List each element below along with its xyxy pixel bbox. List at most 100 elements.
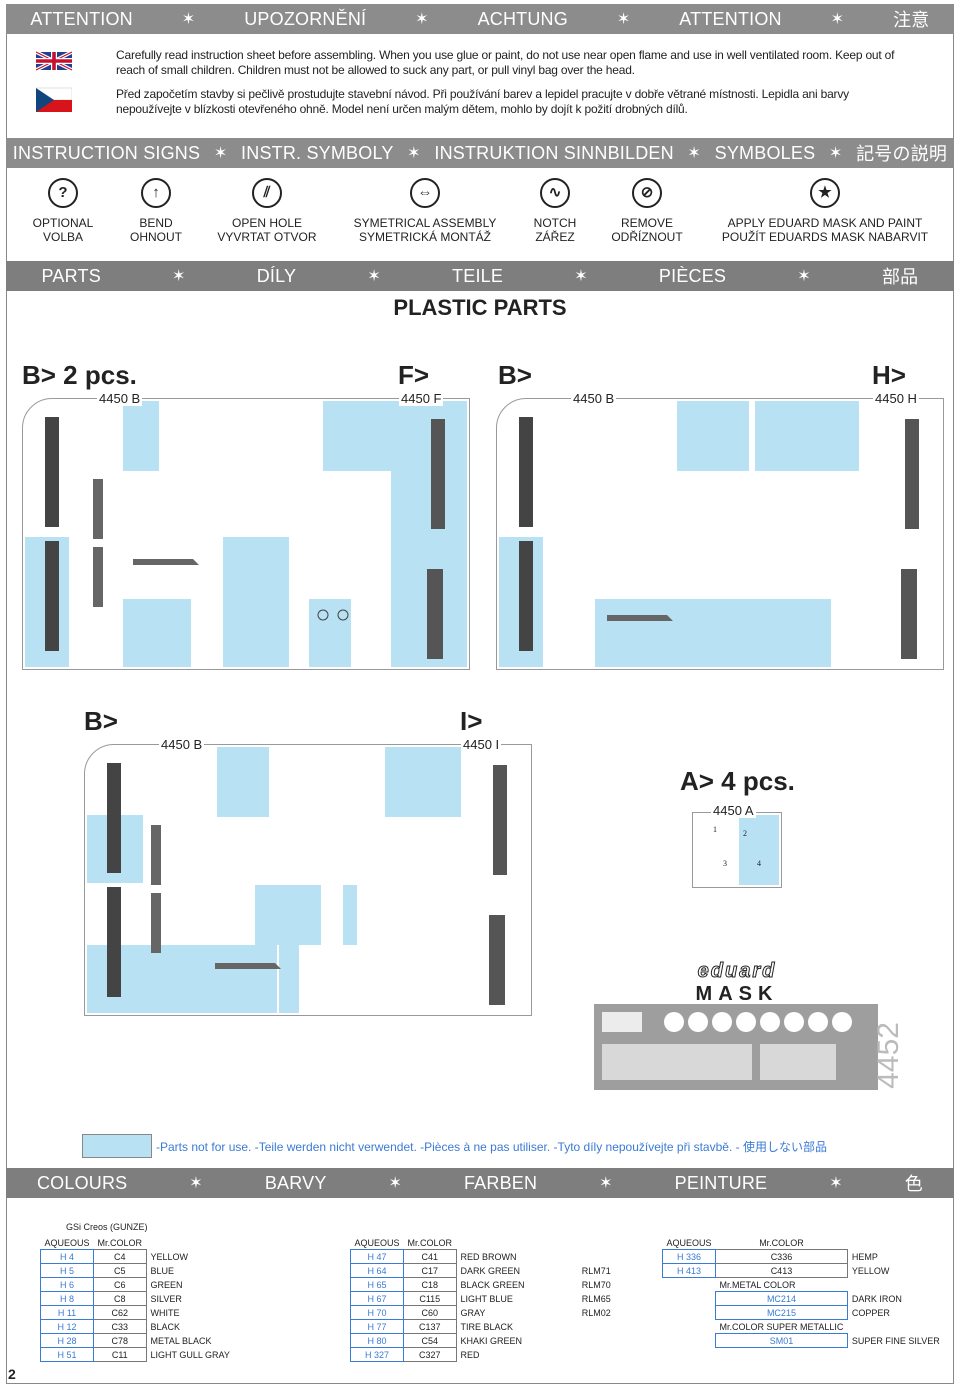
drill-icon: ⫽ xyxy=(252,178,282,208)
colour-cell: SUPER FINE SILVER xyxy=(851,1335,940,1346)
unused-swatch xyxy=(82,1134,152,1158)
colour-cell: H 336 xyxy=(661,1249,717,1264)
sign-label: ODŘÍZNOUT xyxy=(611,230,683,244)
unused-region xyxy=(595,599,831,667)
col-header: Mr.COLOR xyxy=(407,1237,453,1248)
unused-region xyxy=(755,401,859,471)
colour-cell: MC214 xyxy=(715,1291,848,1306)
attention-band: ATTENTION✶ UPOZORNĚNÍ✶ ACHTUNG✶ ATTENTIO… xyxy=(6,4,954,34)
colour-cell: H 11 xyxy=(39,1305,95,1320)
colour-cell: H 80 xyxy=(349,1333,405,1348)
warning-cz: Před započetím stavby si pečlivě prostud… xyxy=(36,87,916,117)
colour-cell: C327 xyxy=(403,1347,457,1362)
colour-cell xyxy=(314,1306,329,1320)
band-item: 色 xyxy=(904,1174,923,1194)
colour-cell: C6 xyxy=(93,1277,147,1292)
cz-flag-icon xyxy=(36,87,72,112)
sign-optional: ? OPTIONAL VOLBA xyxy=(20,178,106,244)
unused-region xyxy=(323,401,395,471)
sign-label: SYMETRICKÁ MONTÁŽ xyxy=(358,230,491,244)
sign-mask-paint: ★ APPLY EDUARD MASK AND PAINT POUŽÍT EDU… xyxy=(710,178,940,244)
colours-band: COLOURS✶ BARVY✶ FARBEN✶ PEINTURE✶ 色 xyxy=(6,1168,954,1198)
colour-cell: H 12 xyxy=(39,1319,95,1334)
colour-cell: MC215 xyxy=(715,1305,848,1320)
colour-cell: SILVER xyxy=(150,1293,182,1304)
sprue1-label-left: B> 2 pcs. xyxy=(22,360,137,390)
colour-cell: HEMP xyxy=(851,1251,878,1262)
asterisk-icon: ✶ xyxy=(172,268,186,285)
colour-cell: BLUE xyxy=(150,1265,175,1276)
part-fuselage xyxy=(431,419,445,529)
colour-cell: RLM70 xyxy=(581,1279,611,1290)
part-wing xyxy=(107,763,121,873)
asterisk-icon: ✶ xyxy=(367,268,381,285)
part-wing xyxy=(519,417,533,527)
part-number: 3 xyxy=(723,859,727,868)
mask-code: 4452 xyxy=(872,1022,905,1089)
knife-icon: ⊘ xyxy=(632,178,662,208)
mask-shapes xyxy=(602,1012,852,1080)
band-item: PARTS xyxy=(41,265,101,286)
colour-cell xyxy=(314,1292,329,1306)
colour-row: Mr.METAL COLOR xyxy=(663,1278,944,1292)
band-item: ATTENTION xyxy=(679,8,782,29)
unused-region xyxy=(385,747,461,817)
sprue3-frame: 4450 B 4450 I xyxy=(84,737,532,1016)
question-icon: ? xyxy=(48,178,78,208)
part-tailplane xyxy=(215,963,281,969)
part-wing xyxy=(45,541,59,651)
sprue3-parts xyxy=(107,763,507,1005)
col-header: AQUEOUS xyxy=(666,1237,712,1248)
sprue1-tag-right: 4450 F xyxy=(399,391,444,406)
band-item: UPOZORNĚNÍ xyxy=(244,8,367,29)
asterisk-icon: ✶ xyxy=(797,268,811,285)
colour-cell xyxy=(847,1320,943,1334)
colour-cell: LIGHT GULL GRAY xyxy=(150,1349,230,1360)
part-wing xyxy=(519,541,533,651)
sign-label: NOTCH xyxy=(533,216,577,230)
asterisk-icon: ✶ xyxy=(599,1175,613,1192)
band-item: INSTRUKTION SINNBILDEN xyxy=(434,142,674,163)
colour-cell xyxy=(578,1348,640,1362)
colour-cell: H 8 xyxy=(39,1291,95,1306)
colour-cell: RED xyxy=(460,1349,480,1360)
col-header: Mr.COLOR xyxy=(759,1237,804,1248)
sign-remove: ⊘ REMOVE ODŘÍZNOUT xyxy=(600,178,694,244)
asterisk-icon: ✶ xyxy=(407,145,421,162)
colour-cell: H 51 xyxy=(39,1347,95,1362)
colour-cell: C41 xyxy=(403,1249,457,1264)
colour-cell: H 327 xyxy=(349,1347,405,1362)
colour-cell: DARK IRON xyxy=(851,1293,902,1304)
part-number: 2 xyxy=(743,829,747,838)
colour-cell: COPPER xyxy=(851,1307,890,1318)
colour-cell: LIGHT BLUE xyxy=(460,1293,513,1304)
colour-cell xyxy=(663,1306,716,1320)
colour-cell: H 4 xyxy=(39,1249,95,1264)
colour-cell: SM01 xyxy=(715,1333,848,1348)
colour-cell xyxy=(314,1250,329,1264)
plastic-parts-title: PLASTIC PARTS xyxy=(393,295,567,320)
unused-region xyxy=(123,401,159,471)
part-strut xyxy=(93,479,103,539)
asterisk-icon: ✶ xyxy=(830,11,845,28)
unused-note: -Parts not for use. -Teile werden nicht … xyxy=(156,1140,827,1154)
instruction-signs: ? OPTIONAL VOLBA ↑ BEND OHNOUT ⫽ OPEN HO… xyxy=(20,178,940,248)
colour-cell: C115 xyxy=(403,1291,457,1306)
colour-cell xyxy=(314,1320,329,1334)
colour-cell: C33 xyxy=(93,1319,147,1334)
colour-cell: GREEN xyxy=(150,1279,183,1290)
band-item: BARVY xyxy=(264,1172,327,1193)
unused-region xyxy=(677,401,749,471)
colour-cell xyxy=(578,1250,640,1264)
colour-cell xyxy=(663,1278,716,1292)
part-number: 1 xyxy=(713,825,717,834)
colour-cell xyxy=(314,1264,329,1278)
colour-cell: H 67 xyxy=(349,1291,405,1306)
band-item: INSTR. SYMBOLY xyxy=(241,142,394,163)
colour-cell: BLACK GREEN xyxy=(460,1279,525,1290)
